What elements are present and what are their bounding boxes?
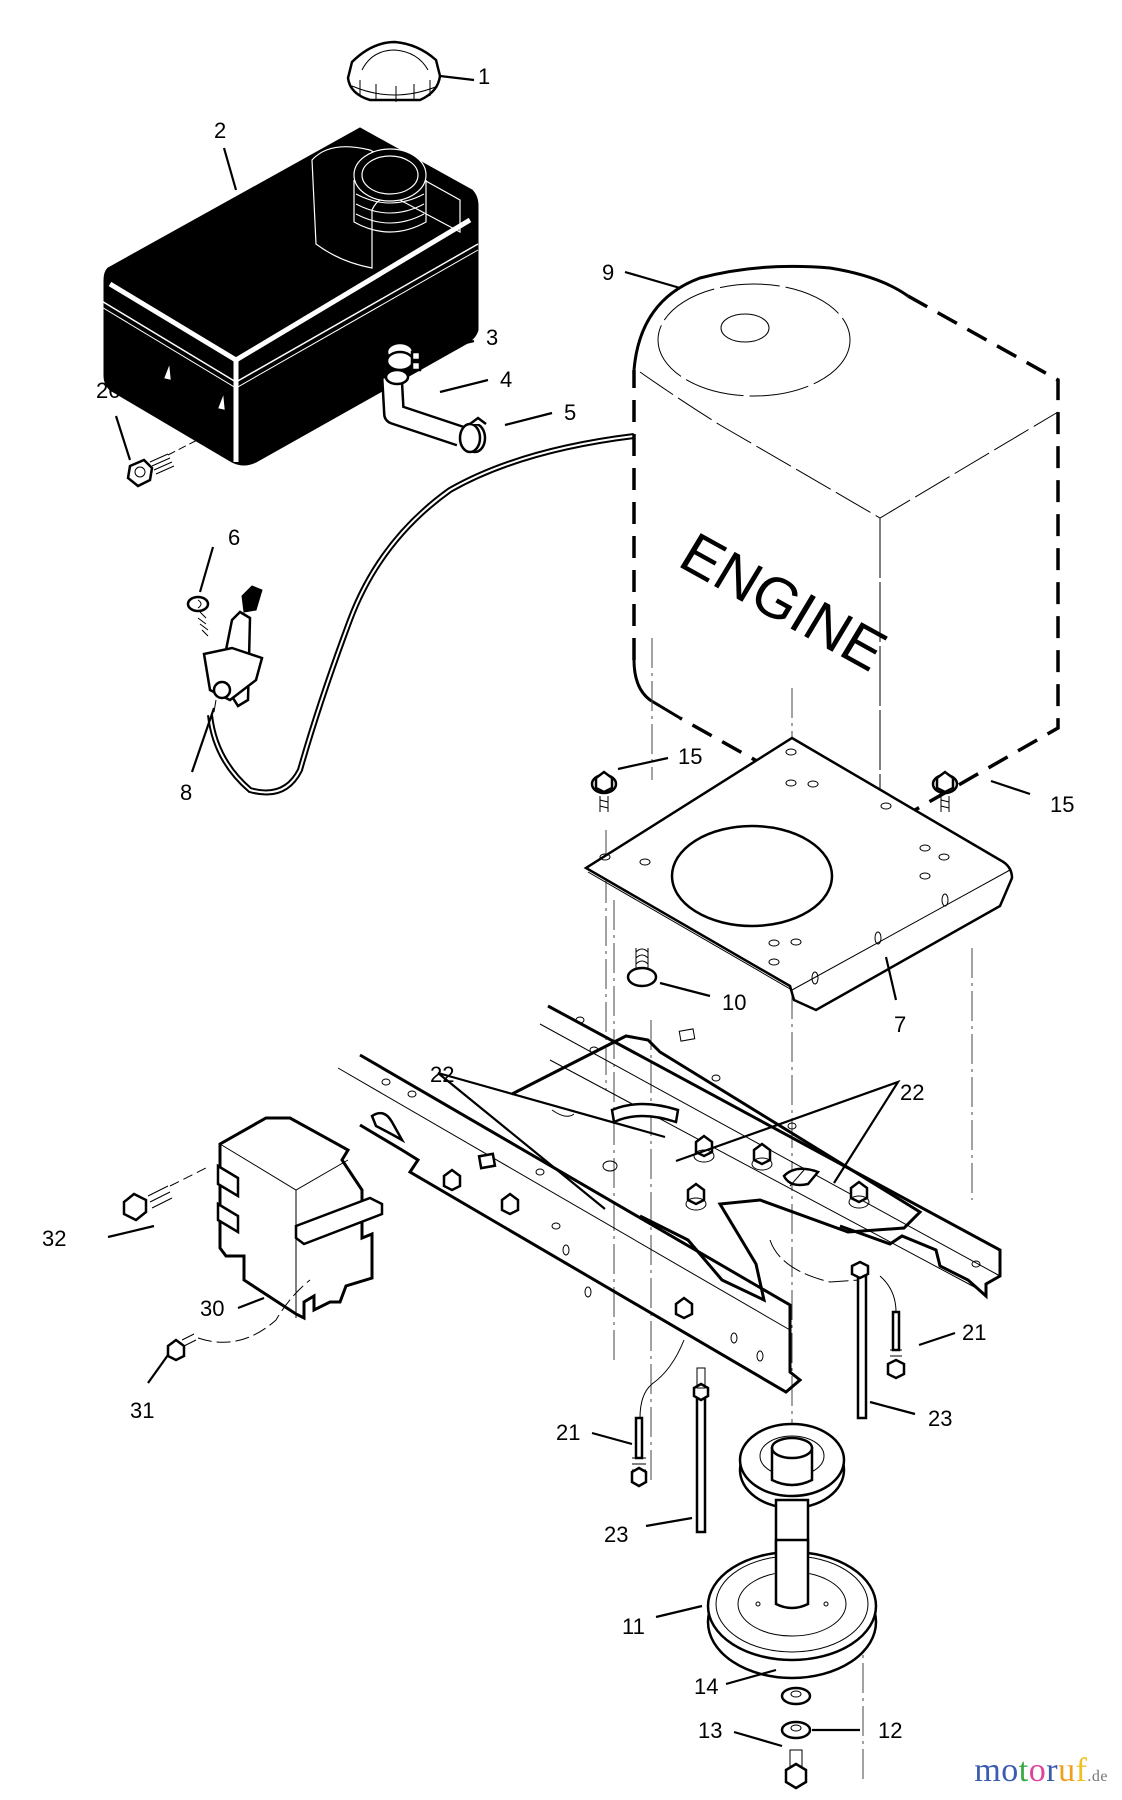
callout-15-right: 15: [1050, 792, 1074, 817]
callout-labels: 1 2 3 4 5 26 6 8 9 15 15 10 7 22 22 32 3…: [42, 64, 1074, 1743]
callout-21-right: 21: [962, 1320, 986, 1345]
watermark-logo: motoruf.de: [974, 1752, 1108, 1790]
throttle-screw[interactable]: [186, 595, 210, 637]
callout-12: 12: [878, 1718, 902, 1743]
callout-8: 8: [180, 780, 192, 805]
pulley[interactable]: [706, 1422, 878, 1680]
rod-left[interactable]: [692, 1367, 710, 1534]
watermark-letter: r: [1046, 1752, 1059, 1789]
callout-7: 7: [894, 1012, 906, 1037]
engine-mount-plate[interactable]: [583, 736, 1014, 1012]
callout-30: 30: [200, 1296, 224, 1321]
callout-5: 5: [564, 400, 576, 425]
hose-clamp-lower[interactable]: [458, 416, 487, 454]
rod-right[interactable]: [850, 1260, 870, 1420]
watermark-letter: m: [974, 1752, 1002, 1789]
throttle-control[interactable]: [202, 585, 264, 713]
leader-lines: [107, 74, 1031, 1748]
fuel-hose[interactable]: [381, 368, 464, 447]
callout-23-right: 23: [928, 1406, 952, 1431]
callout-21-left: 21: [556, 1420, 580, 1445]
bolt-right[interactable]: [879, 1275, 906, 1380]
washer[interactable]: [780, 1686, 812, 1706]
fuel-cap[interactable]: [346, 40, 442, 102]
callout-6: 6: [228, 525, 240, 550]
engine-label: ENGINE: [669, 520, 897, 684]
callout-9: 9: [602, 260, 614, 285]
throttle-cable: [207, 433, 635, 796]
callout-26: 26: [96, 378, 120, 403]
bolt-left[interactable]: [630, 1339, 685, 1488]
frame-cross-plate: [511, 1034, 923, 1303]
callout-13: 13: [698, 1718, 722, 1743]
frame-left-rail: [337, 1053, 803, 1394]
engine-bolt-left[interactable]: [590, 770, 618, 812]
callout-15-left: 15: [678, 744, 702, 769]
callout-23-left: 23: [604, 1522, 628, 1547]
callout-1: 1: [478, 64, 490, 89]
cover-bracket[interactable]: [216, 1116, 384, 1321]
bracket-screw-large[interactable]: [122, 1167, 207, 1222]
watermark-letter: f: [1075, 1752, 1088, 1789]
callout-22-left: 22: [430, 1062, 454, 1087]
callout-32: 32: [42, 1226, 66, 1251]
watermark-letters: motoruf: [974, 1752, 1087, 1789]
watermark-letter: t: [1018, 1752, 1029, 1789]
watermark-letter: o: [1028, 1752, 1047, 1789]
nut-center[interactable]: [751, 1142, 773, 1171]
nut-right[interactable]: [848, 1180, 870, 1209]
nut-lower-left[interactable]: [685, 1182, 707, 1211]
watermark-letter: o: [1001, 1752, 1019, 1789]
callout-4: 4: [500, 367, 512, 392]
bracket-screw-small[interactable]: [166, 1279, 311, 1362]
watermark-letter: u: [1058, 1752, 1076, 1789]
callout-2: 2: [214, 118, 226, 143]
callout-22-right: 22: [900, 1080, 924, 1105]
mount-bolt[interactable]: [626, 948, 658, 988]
callout-10: 10: [722, 990, 746, 1015]
pulley-bolt[interactable]: [784, 1749, 808, 1790]
callout-11: 11: [622, 1614, 645, 1639]
engine-bolt-right[interactable]: [931, 770, 959, 812]
tank-screw[interactable]: [126, 435, 206, 488]
callout-14: 14: [694, 1674, 718, 1699]
callout-3: 3: [486, 325, 498, 350]
hose-clamp-upper[interactable]: [385, 341, 422, 372]
callout-31: 31: [130, 1398, 154, 1423]
watermark-tld: .de: [1087, 1768, 1108, 1785]
lock-washer[interactable]: [780, 1720, 812, 1740]
